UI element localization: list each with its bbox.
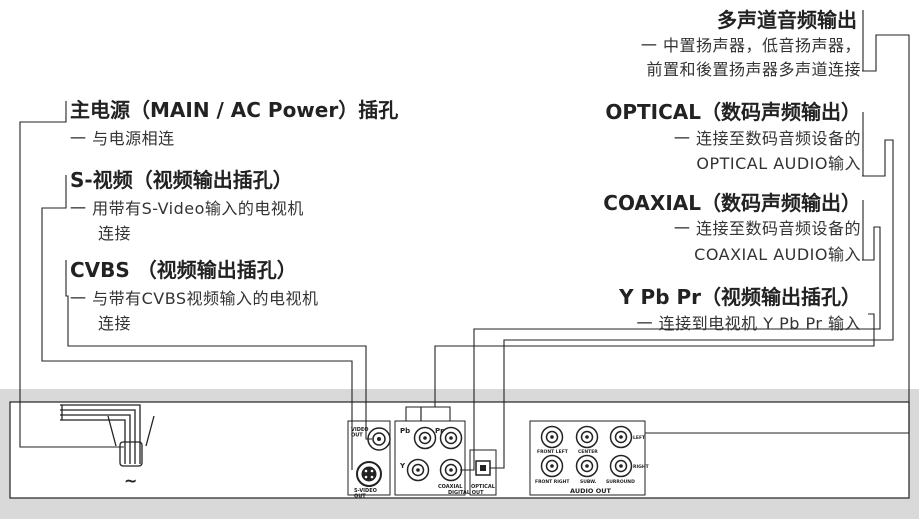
svideo-desc-2: 连接 (98, 224, 132, 243)
panel-label-pb: Pb (400, 427, 410, 435)
panel-label-center: CENTER (578, 449, 598, 455)
audio-out-group (529, 420, 646, 496)
cvbs-desc-1: 一 与带有CVBS视频输入的电视机 (70, 289, 319, 308)
panel-label-front-left: FRONT LEFT (537, 449, 569, 455)
panel-label-left: LEFT (633, 435, 646, 441)
leader-cvbs (65, 260, 372, 440)
panel-label-surround: SURROUND (606, 479, 635, 485)
svideo-heading: S-视频（视频输出插孔） (70, 168, 293, 192)
ypbpr-desc-1: 一 连接到电视机 Y Pb Pr 输入 (636, 314, 861, 333)
multichannel-heading: 多声道音频输出 (717, 8, 857, 32)
main-power-heading: 主电源（MAIN / AC Power）插孔 (70, 98, 399, 122)
panel-label-y: Y (399, 462, 406, 470)
coaxial-heading: COAXIAL（数码声频输出） (603, 191, 861, 215)
panel-label-optical: OPTICAL (471, 484, 496, 490)
optical-heading: OPTICAL（数码声频输出） (605, 100, 861, 124)
leader-main-power (19, 101, 124, 448)
component-digital-group (394, 420, 497, 496)
power-cord (60, 404, 155, 467)
panel-label-subw: SUBW. (580, 479, 597, 485)
coaxial-desc-1: 一 连接至数码音频设备的 (673, 219, 861, 238)
ac-symbol: ~ (124, 471, 137, 490)
panel-label-digital-out: DIGITAL OUT (448, 490, 484, 496)
cvbs-heading: CVBS （视频输出插孔） (70, 258, 297, 282)
panel-label-coaxial: COAXIAL (438, 484, 463, 490)
panel-label-pr: Pr (435, 427, 444, 435)
video-out-group (347, 420, 391, 496)
svideo-desc-1: 一 用带有S-Video输入的电视机 (70, 199, 304, 218)
leader-coaxial (460, 200, 881, 471)
leader-optical (490, 112, 894, 469)
multichannel-desc-1: 一 中置扬声器，低音扬声器， (640, 36, 861, 55)
multichannel-desc-2: 前置和後置扬声器多声道连接 (646, 60, 861, 79)
optical-desc-2: OPTICAL AUDIO输入 (696, 154, 861, 173)
optical-desc-1: 一 连接至数码音频设备的 (673, 129, 861, 148)
leader-svideo (41, 175, 353, 470)
coaxial-desc-2: COAXIAL AUDIO输入 (694, 245, 861, 264)
panel-label-front-right: FRONT RIGHT (535, 479, 570, 485)
panel-label-right: RIGHT (633, 464, 650, 470)
main-power-desc-1: 一 与电源相连 (70, 129, 175, 148)
panel-label-audio-out: AUDIO OUT (570, 487, 612, 495)
ypbpr-heading: Y Pb Pr（视频输出插孔） (619, 285, 861, 309)
cvbs-desc-2: 连接 (98, 314, 132, 333)
